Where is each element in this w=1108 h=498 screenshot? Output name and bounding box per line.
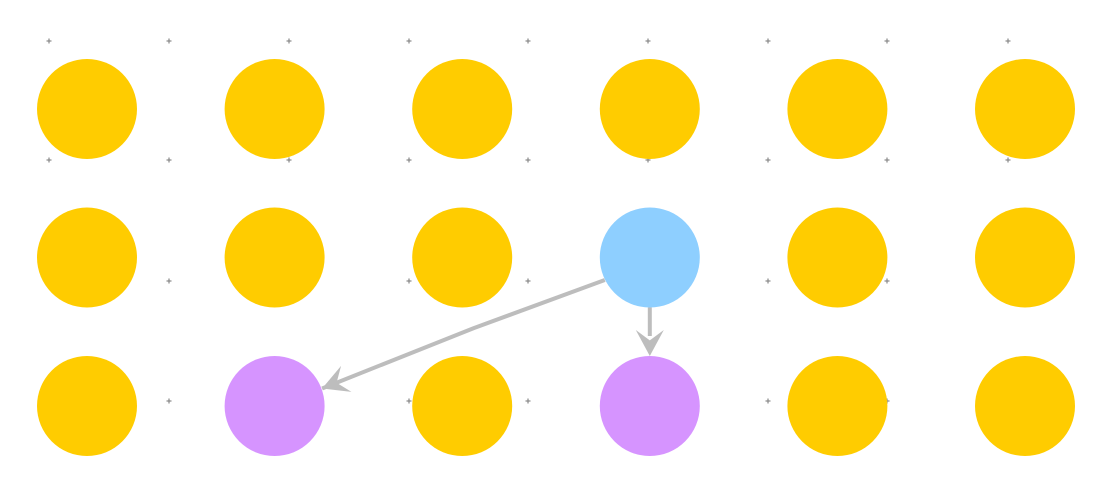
grid-marker xyxy=(166,278,172,284)
grid-marker xyxy=(46,38,52,44)
grid-marker xyxy=(884,278,890,284)
node xyxy=(599,59,700,159)
node xyxy=(787,59,888,159)
grid-marker xyxy=(406,157,412,163)
grid-marker xyxy=(525,278,531,284)
target-node xyxy=(224,356,325,456)
grid-marker xyxy=(765,157,771,163)
node xyxy=(37,356,137,456)
grid-marker xyxy=(406,38,412,44)
grid-marker xyxy=(525,38,531,44)
target-node xyxy=(599,356,700,456)
grid-marker xyxy=(166,38,172,44)
node xyxy=(787,207,888,308)
grid-marker xyxy=(884,38,890,44)
grid-marker xyxy=(286,38,292,44)
grid-marker xyxy=(286,157,292,163)
grid-marker xyxy=(406,278,412,284)
node xyxy=(412,207,513,308)
node xyxy=(975,59,1075,159)
grid-marker xyxy=(166,157,172,163)
node xyxy=(224,59,325,159)
arrowhead xyxy=(635,330,664,356)
grid-marker xyxy=(645,38,651,44)
node xyxy=(412,59,513,159)
edge-arrow xyxy=(635,307,664,356)
node xyxy=(975,207,1075,308)
grid-marker xyxy=(884,157,890,163)
edge-arrow xyxy=(321,278,606,392)
node xyxy=(787,356,888,456)
grid-marker xyxy=(1005,38,1011,44)
grid-marker xyxy=(525,157,531,163)
node xyxy=(37,59,137,159)
node xyxy=(224,207,325,308)
node xyxy=(975,356,1075,456)
grid-marker xyxy=(166,398,172,404)
grid-marker xyxy=(1005,157,1011,163)
grid-marker xyxy=(525,398,531,404)
node xyxy=(37,207,137,308)
node xyxy=(412,356,513,456)
source-node xyxy=(599,207,700,308)
grid-marker xyxy=(46,157,52,163)
grid-marker xyxy=(765,38,771,44)
edges xyxy=(321,278,664,392)
grid-marker xyxy=(765,278,771,284)
grid-marker xyxy=(406,398,412,404)
nodes xyxy=(37,59,1075,456)
arrowhead xyxy=(322,365,352,392)
grid-marker xyxy=(765,398,771,404)
